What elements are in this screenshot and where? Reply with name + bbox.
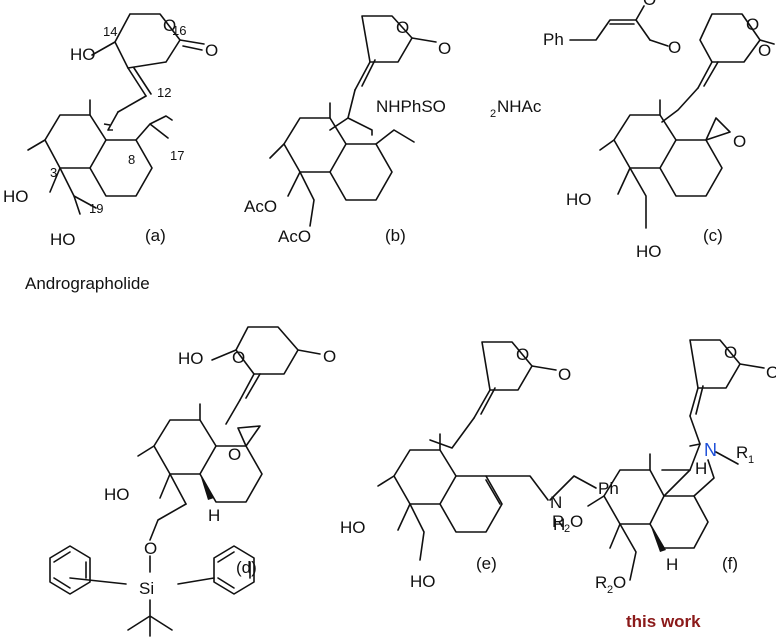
atom-r2-a-subscript: 2 <box>564 523 570 535</box>
atom-n: N <box>550 493 562 512</box>
sidechain-subscript: 2 <box>490 108 496 120</box>
atom-ph: Ph <box>543 30 564 49</box>
atom-ho-14: HO <box>178 349 204 368</box>
atom-o-epoxide: O <box>228 445 241 464</box>
atom-o-ring: O <box>516 345 529 364</box>
atom-ho-14: HO <box>70 45 96 64</box>
atom-o-ring: O <box>163 16 176 35</box>
atom-o-carbonyl: O <box>438 39 451 58</box>
atom-ho-19: HO <box>636 242 662 261</box>
atom-r1: R <box>736 443 748 462</box>
structure-a: O O HO 14 16 12 8 17 3 HO 19 HO (a) <box>3 13 218 249</box>
atom-number-16: 16 <box>172 23 186 38</box>
atom-o-epoxide: O <box>733 132 746 151</box>
this-work-label: this work <box>626 612 701 631</box>
atom-o-ring: O <box>724 343 737 362</box>
atom-o-a: O <box>570 512 583 531</box>
structure-d: O O HO O HO H O Si (d) <box>49 326 336 637</box>
atom-r2-b: R <box>595 573 607 592</box>
atom-o-ester: O <box>668 38 681 57</box>
atom-o-carbonyl: O <box>766 363 776 382</box>
atom-r2-a: R <box>552 512 564 531</box>
atom-h-upper: H <box>695 459 707 478</box>
atom-ho-3: HO <box>3 187 29 206</box>
atom-h-lower: H <box>666 555 678 574</box>
atom-number-17: 17 <box>170 148 184 163</box>
atom-number-14: 14 <box>103 24 117 39</box>
sidechain-nhphso: NHPhSO <box>376 97 446 116</box>
atom-number-3: 3 <box>50 165 57 180</box>
panel-label-b: (b) <box>385 226 406 245</box>
panel-label-c: (c) <box>703 226 723 245</box>
atom-o-carbonyl: O <box>323 347 336 366</box>
atom-number-19: 19 <box>89 201 103 216</box>
atom-r2-b-subscript: 2 <box>607 584 613 596</box>
atom-o-silyl: O <box>144 539 157 558</box>
atom-ho-3: HO <box>340 518 366 537</box>
panel-label-d: (d) <box>236 558 257 577</box>
panel-label-e: (e) <box>476 554 497 573</box>
atom-n-blue: N <box>704 440 717 460</box>
atom-nh-h: H <box>553 515 565 534</box>
panel-label-a: (a) <box>145 226 166 245</box>
structure-f: O O N R 1 H H R 2 O R 2 O (f) <box>552 339 776 596</box>
caption-andrographolide: Andrographolide <box>25 274 150 293</box>
atom-ho-3: HO <box>104 485 130 504</box>
atom-number-8: 8 <box>128 152 135 167</box>
atom-o-carbonyl: O <box>558 365 571 384</box>
atom-o-carbonyl: O <box>205 41 218 60</box>
atom-ho-3: HO <box>566 190 592 209</box>
atom-aco-3: AcO <box>244 197 277 216</box>
sidechain-nhac: NHAc <box>497 97 542 116</box>
atom-o-carbonyl: O <box>758 41 771 60</box>
atom-o-ester-carbonyl: O <box>643 0 656 9</box>
atom-number-12: 12 <box>157 85 171 100</box>
atom-o-ring: O <box>232 348 245 367</box>
atom-o-b: O <box>613 573 626 592</box>
structure-c: Ph O O O O O HO HO (c) <box>543 0 775 261</box>
atom-r1-subscript: 1 <box>748 454 754 466</box>
atom-ho-19: HO <box>410 572 436 591</box>
atom-h: H <box>208 506 220 525</box>
panel-label-f: (f) <box>722 554 738 573</box>
atom-ho-19: HO <box>50 230 76 249</box>
atom-si: Si <box>139 579 154 598</box>
atom-aco-19: AcO <box>278 227 311 246</box>
structure-b: O O NHPhSO 2 NHAc AcO AcO (b) <box>244 15 542 246</box>
atom-o-ring: O <box>396 18 409 37</box>
atom-o-ring: O <box>746 15 759 34</box>
structure-e: O O N H Ph HO HO (e) <box>340 341 619 591</box>
